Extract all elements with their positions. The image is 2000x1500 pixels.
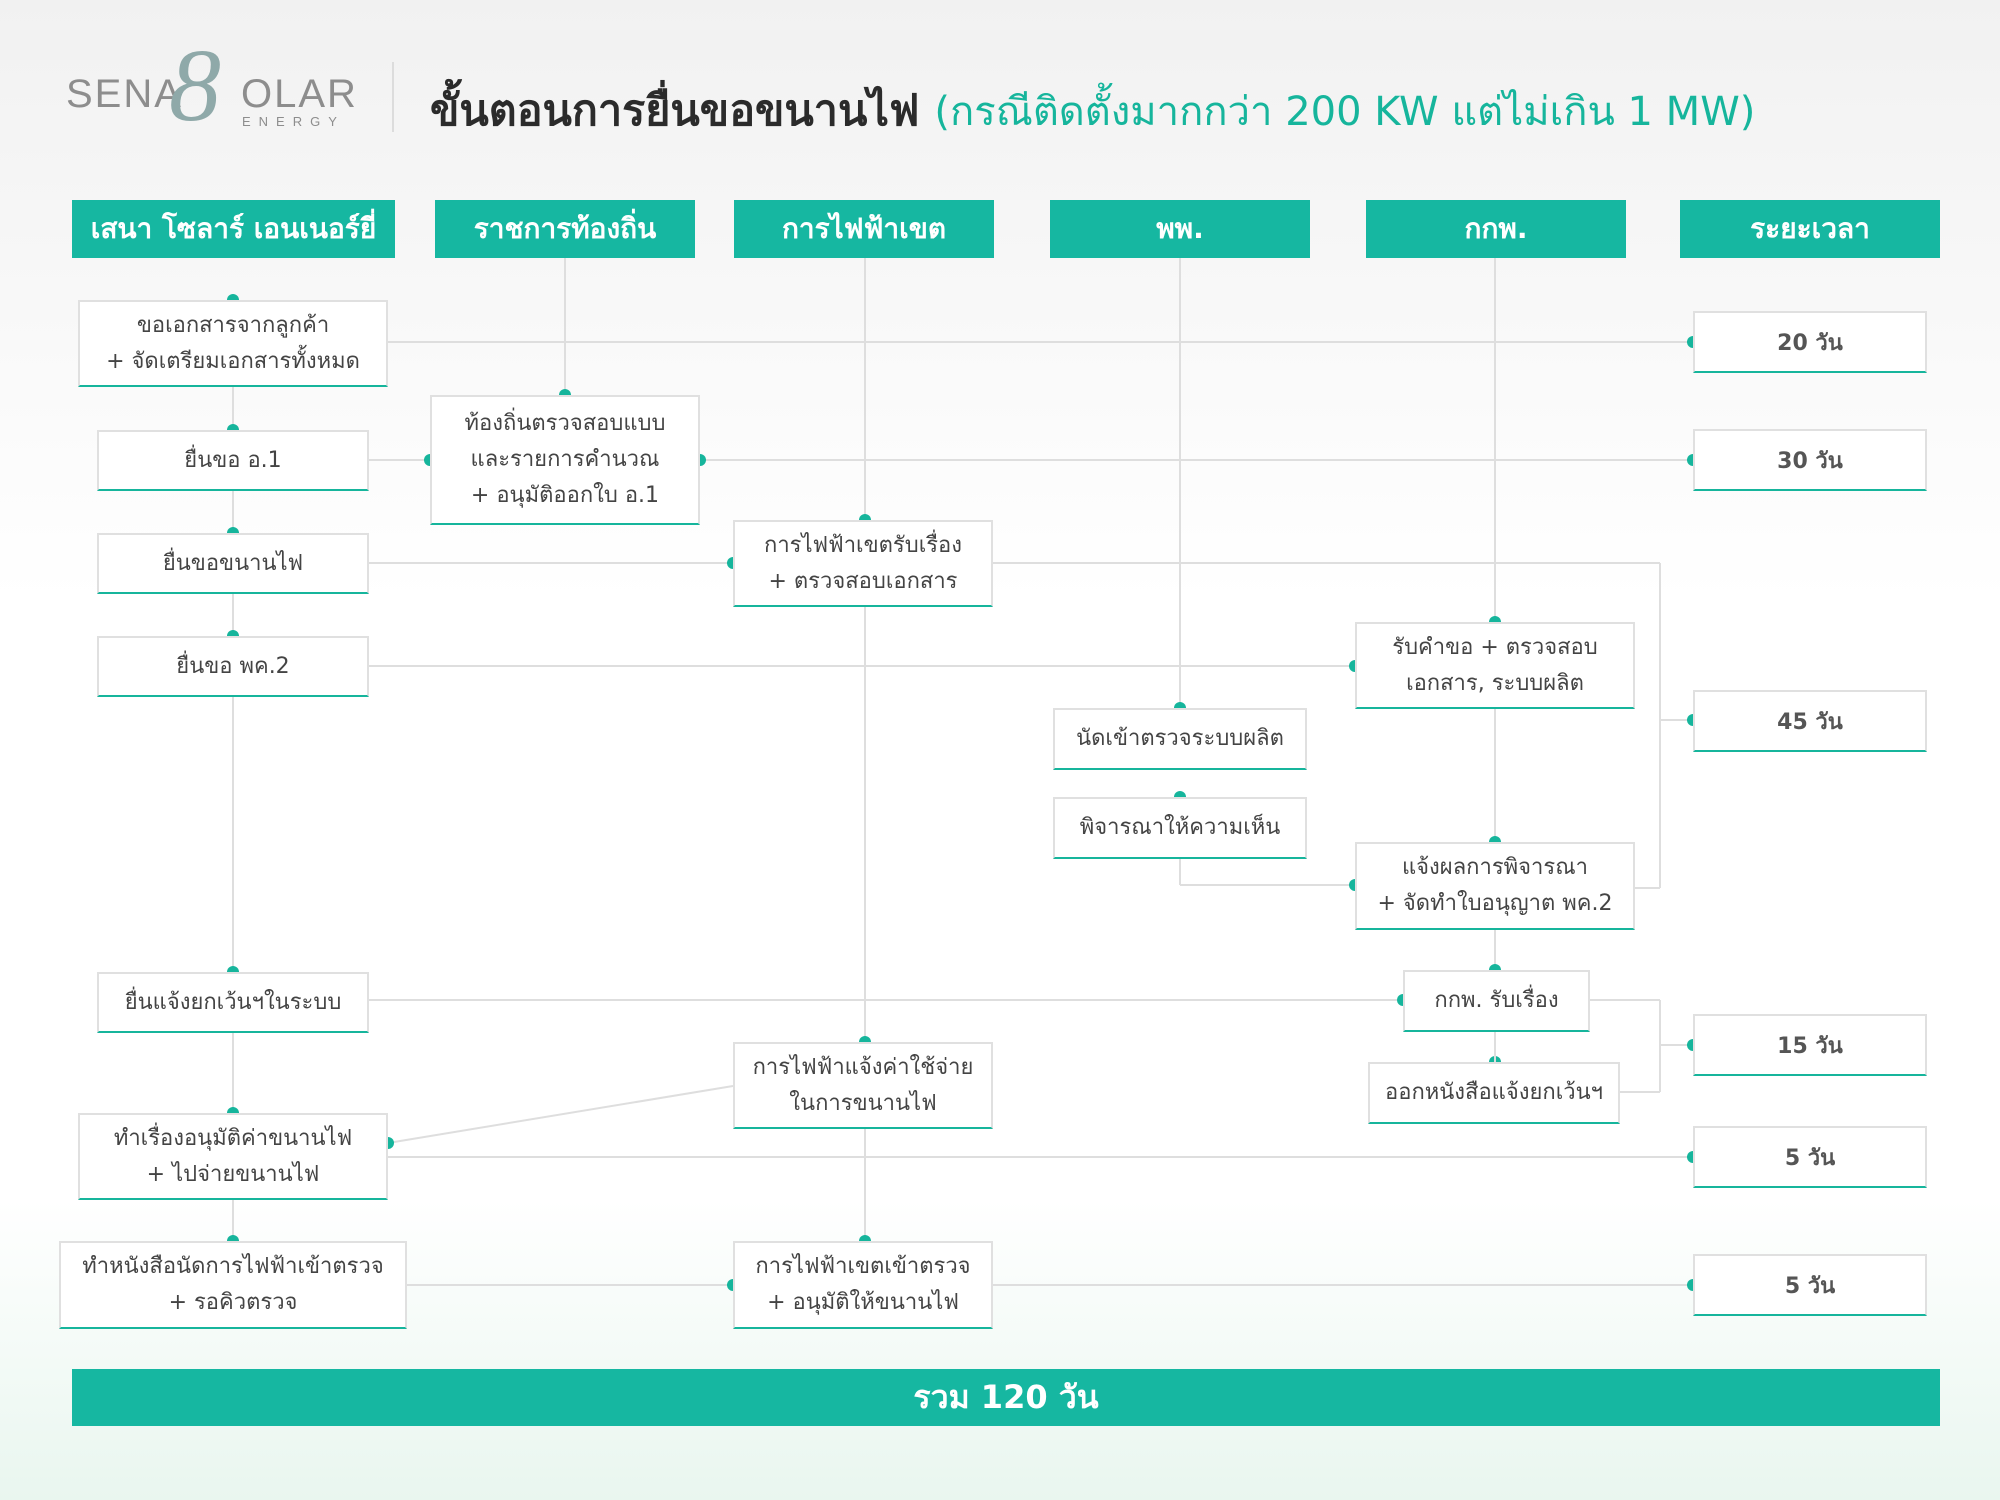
column-header-local-government: ราชการท้องถิ่น bbox=[435, 200, 695, 258]
company-logo: SENA 8 OLAR ENERGY bbox=[66, 34, 366, 138]
step-text: เอกสาร, ระบบผลิต bbox=[1406, 670, 1584, 696]
title-main: ขั้นตอนการยื่นขอขนานไฟ bbox=[430, 86, 920, 136]
step-text: + จัดทำใบอนุญาต พค.2 bbox=[1377, 891, 1613, 916]
title-condition: (กรณีติดตั้งมากกว่า 200 KW แต่ไม่เกิน 1 … bbox=[934, 89, 1756, 135]
step-local-review: ท้องถิ่นตรวจสอบแบบและรายการคำนวณ + อนุมัต… bbox=[430, 395, 700, 525]
page-title: ขั้นตอนการยื่นขอขนานไฟ (กรณีติดตั้งมากกว… bbox=[430, 76, 1755, 144]
column-header-sena: เสนา โซลาร์ เอนเนอร์ยี่ bbox=[72, 200, 395, 258]
step-erc-exemption-letter: ออกหนังสือแจ้งยกเว้นฯ bbox=[1368, 1062, 1620, 1124]
step-erc-result: แจ้งผลการพิจารณา + จัดทำใบอนุญาต พค.2 bbox=[1355, 842, 1635, 930]
step-text: แจ้งผลการพิจารณา bbox=[1401, 855, 1588, 880]
step-apply-o1: ยื่นขอ อ.1 bbox=[97, 430, 369, 491]
step-text: + รอคิวตรวจ bbox=[168, 1290, 298, 1315]
step-text: + อนุมัติออกใบ อ.1 bbox=[470, 483, 660, 508]
column-header-duration: ระยะเวลา bbox=[1680, 200, 1940, 258]
logo-text-energy: ENERGY bbox=[242, 114, 345, 129]
step-pea-receive: การไฟฟ้าเขตรับเรื่อง + ตรวจสอบเอกสาร bbox=[733, 520, 993, 607]
step-text: การไฟฟ้าเขตเข้าตรวจ bbox=[755, 1254, 971, 1279]
step-text: ยื่นขอ อ.1 bbox=[184, 447, 282, 473]
step-text: ยื่นขอขนานไฟ bbox=[162, 550, 304, 576]
logo-mark-eight: 8 bbox=[169, 28, 221, 143]
step-text: + ไปจ่ายขนานไฟ bbox=[146, 1161, 320, 1187]
step-text: การไฟฟ้าเขตรับเรื่อง bbox=[764, 532, 962, 558]
step-text: ทำเรื่องอนุมัติค่าขนานไฟ bbox=[113, 1125, 353, 1151]
duration-15-days: 15 วัน bbox=[1693, 1014, 1927, 1076]
step-pea-inspection: การไฟฟ้าเขตเข้าตรวจ + อนุมัติให้ขนานไฟ bbox=[733, 1241, 993, 1329]
step-dede-opinion: พิจารณาให้ความเห็น bbox=[1053, 797, 1307, 859]
step-text: ออกหนังสือแจ้งยกเว้นฯ bbox=[1385, 1080, 1603, 1105]
column-header-erc: กกพ. bbox=[1366, 200, 1626, 258]
step-text: + จัดเตรียมเอกสารทั้งหมด bbox=[106, 348, 360, 374]
step-text: ท้องถิ่นตรวจสอบแบบ bbox=[464, 411, 666, 436]
step-approve-connection-fee: ทำเรื่องอนุมัติค่าขนานไฟ + ไปจ่ายขนานไฟ bbox=[78, 1113, 388, 1200]
step-text: กกพ. รับเรื่อง bbox=[1434, 988, 1559, 1013]
step-pea-fee-notice: การไฟฟ้าแจ้งค่าใช้จ่ายในการขนานไฟ bbox=[733, 1042, 993, 1129]
column-header-electricity-authority: การไฟฟ้าเขต bbox=[734, 200, 994, 258]
step-text: ทำหนังสือนัดการไฟฟ้าเข้าตรวจ bbox=[82, 1254, 384, 1279]
total-duration-bar: รวม 120 วัน bbox=[72, 1369, 1940, 1426]
logo-text-sena: SENA bbox=[66, 72, 183, 116]
step-text: และรายการคำนวณ bbox=[470, 447, 660, 472]
duration-5-days-inspection: 5 วัน bbox=[1693, 1254, 1927, 1316]
step-text: นัดเข้าตรวจระบบผลิต bbox=[1076, 726, 1284, 751]
step-schedule-inspection: ทำหนังสือนัดการไฟฟ้าเข้าตรวจ + รอคิวตรวจ bbox=[59, 1241, 407, 1329]
step-text: พิจารณาให้ความเห็น bbox=[1079, 815, 1281, 840]
step-text: ในการขนานไฟ bbox=[789, 1090, 937, 1116]
step-submit-exemption: ยื่นแจ้งยกเว้นฯในระบบ bbox=[97, 972, 369, 1033]
step-text: ขอเอกสารจากลูกค้า bbox=[136, 312, 330, 338]
step-apply-pk2: ยื่นขอ พค.2 bbox=[97, 636, 369, 697]
step-text: การไฟฟ้าแจ้งค่าใช้จ่าย bbox=[752, 1054, 974, 1080]
duration-30-days: 30 วัน bbox=[1693, 429, 1927, 491]
step-erc-accept: กกพ. รับเรื่อง bbox=[1403, 970, 1590, 1032]
step-request-documents: ขอเอกสารจากลูกค้า + จัดเตรียมเอกสารทั้งหม… bbox=[78, 300, 388, 387]
duration-5-days-payment: 5 วัน bbox=[1693, 1126, 1927, 1188]
header-divider bbox=[392, 62, 394, 132]
step-dede-inspection: นัดเข้าตรวจระบบผลิต bbox=[1053, 708, 1307, 770]
step-text: ยื่นขอ พค.2 bbox=[176, 653, 290, 679]
column-header-dede: พพ. bbox=[1050, 200, 1310, 258]
step-text: + อนุมัติให้ขนานไฟ bbox=[767, 1290, 959, 1315]
step-erc-receive: รับคำขอ + ตรวจสอบเอกสาร, ระบบผลิต bbox=[1355, 622, 1635, 709]
link-s6-e2 bbox=[387, 1085, 734, 1144]
duration-45-days: 45 วัน bbox=[1693, 690, 1927, 752]
step-text: ยื่นแจ้งยกเว้นฯในระบบ bbox=[124, 989, 342, 1015]
step-text: รับคำขอ + ตรวจสอบ bbox=[1392, 634, 1598, 660]
logo-text-olar: OLAR bbox=[241, 72, 358, 116]
duration-20-days: 20 วัน bbox=[1693, 311, 1927, 373]
step-apply-grid-connection: ยื่นขอขนานไฟ bbox=[97, 533, 369, 594]
step-text: + ตรวจสอบเอกสาร bbox=[768, 568, 958, 594]
